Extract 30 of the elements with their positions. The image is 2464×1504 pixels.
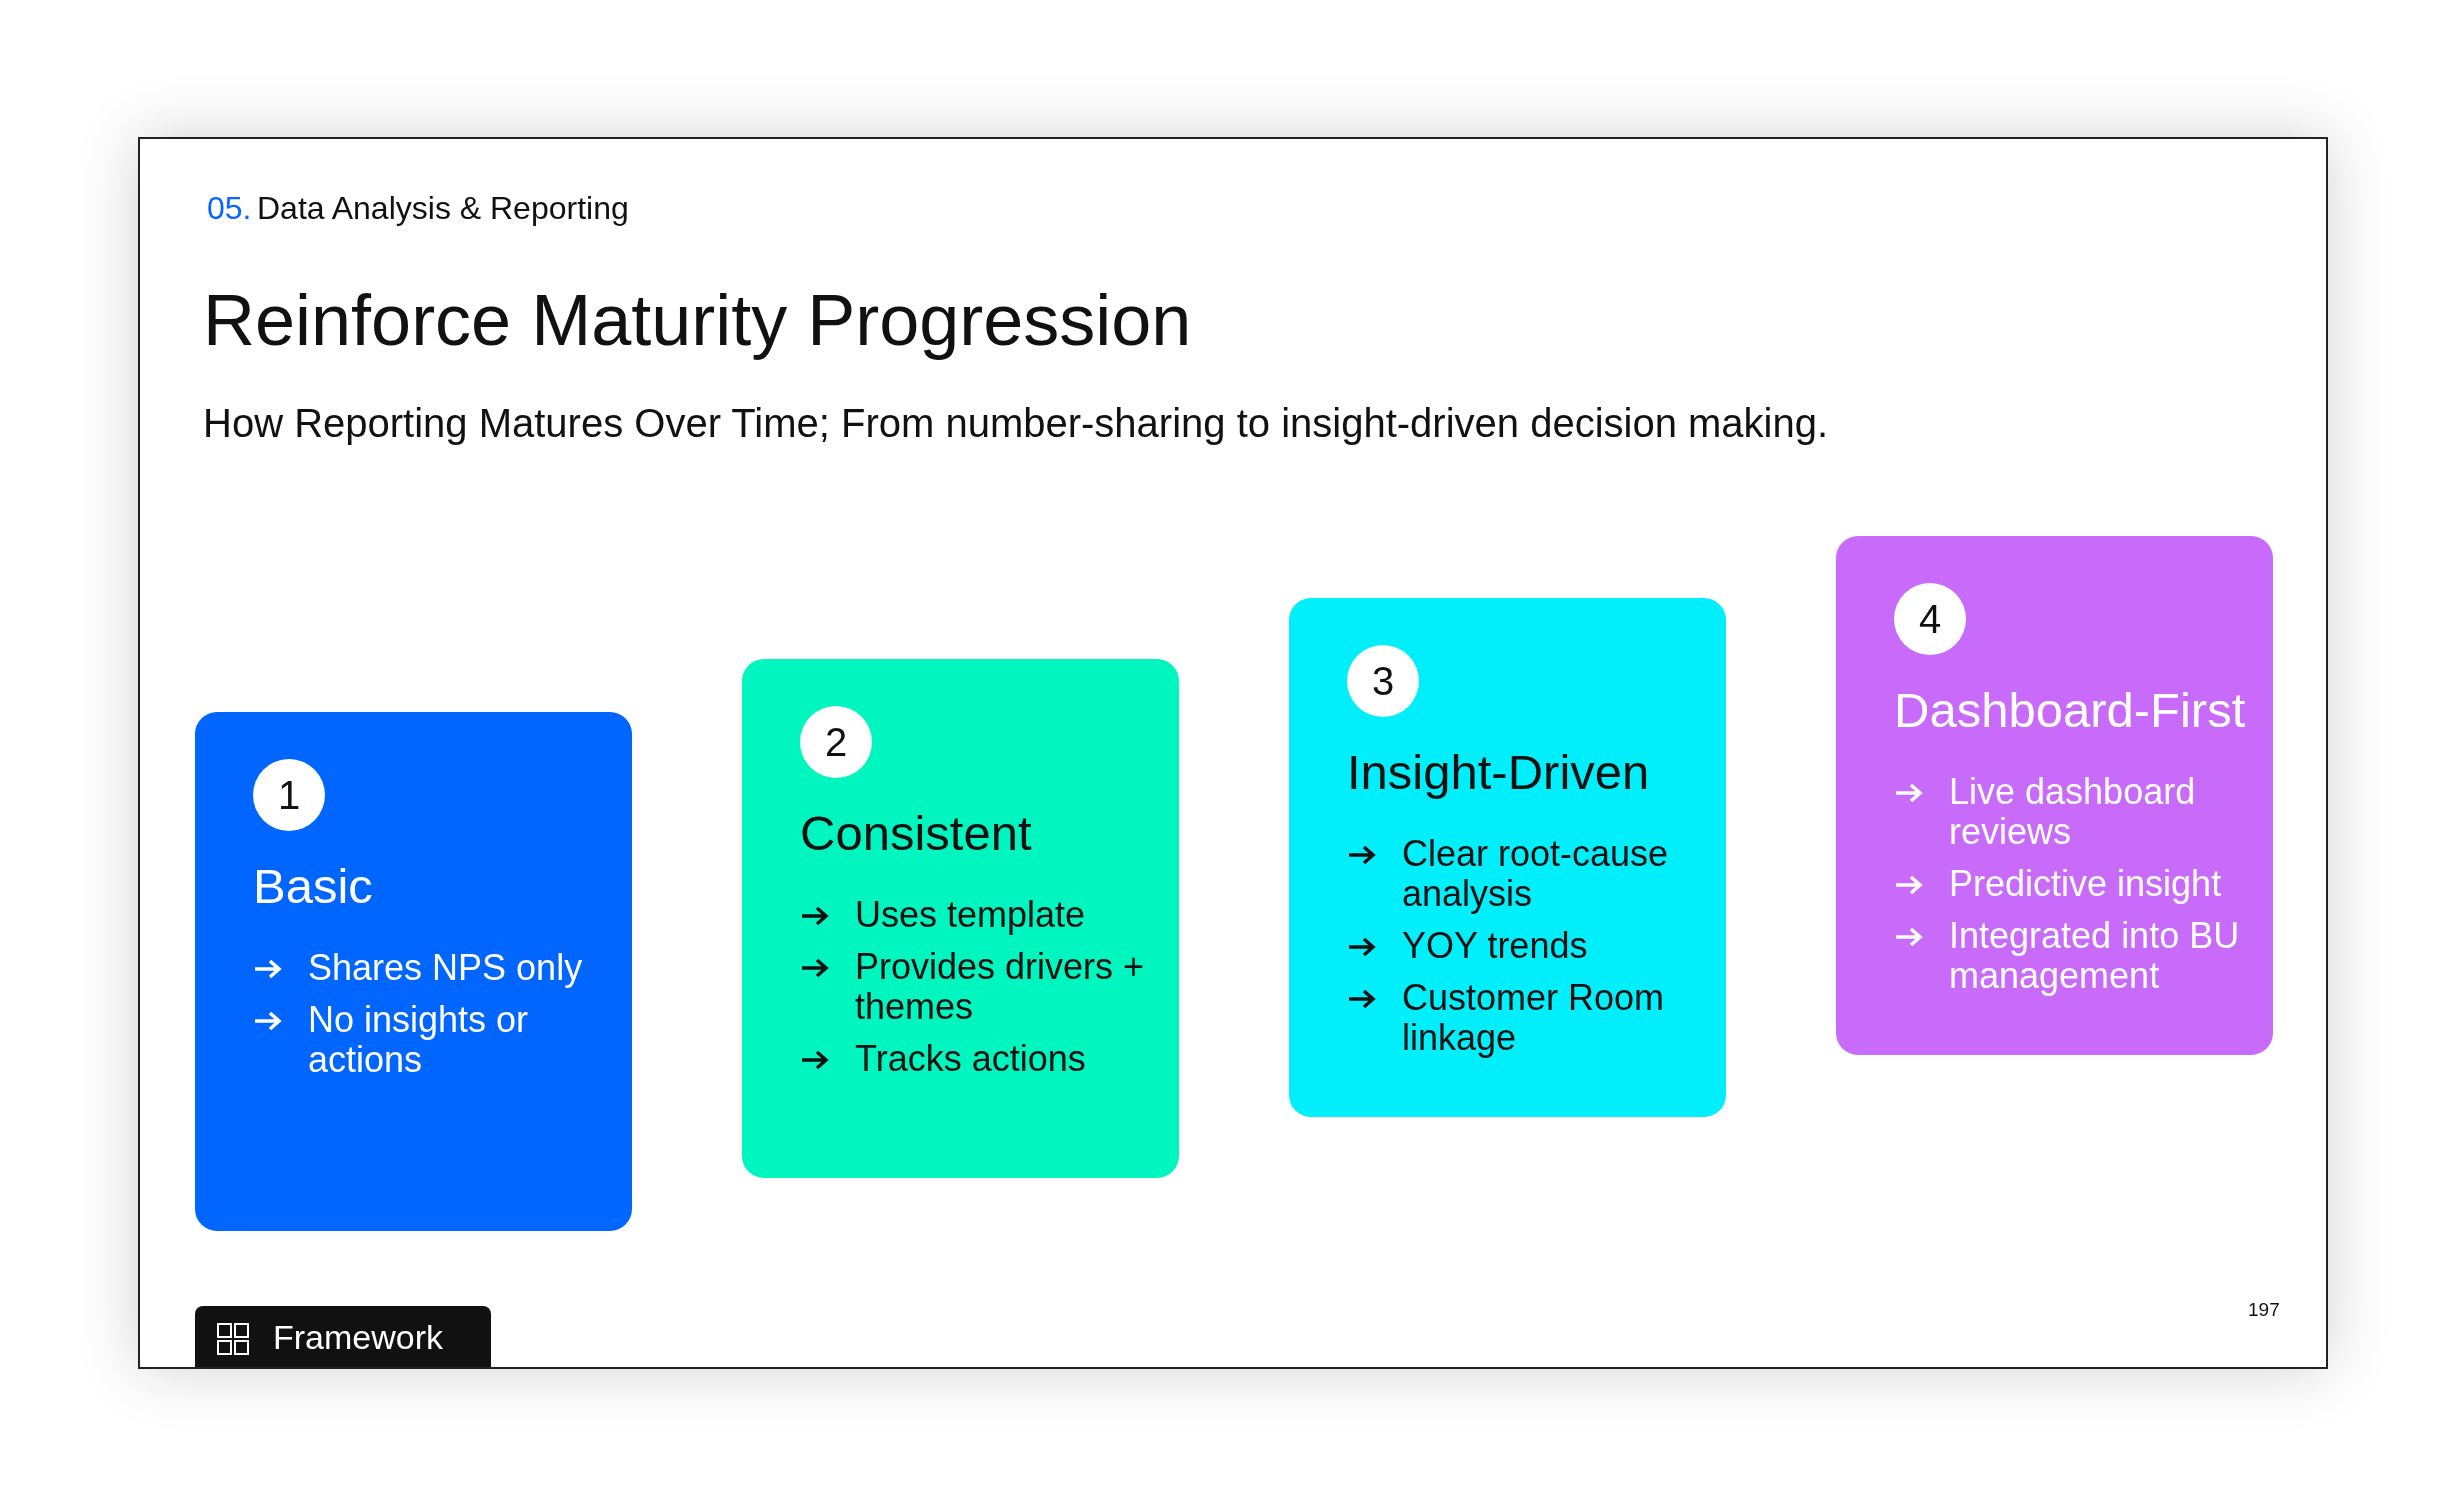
bullet-text: Integrated into BU management: [1949, 916, 2241, 996]
bullet-text: YOY trends: [1402, 926, 1589, 966]
stage-heading: Consistent: [800, 805, 1032, 861]
bullet-text: Predictive insight: [1949, 864, 2223, 904]
section-tab: [195, 1306, 491, 1367]
number-badge: 1: [253, 759, 325, 831]
bullet-text: Clear root-cause analysis: [1402, 834, 1670, 914]
bullet-text: No insights or actions: [308, 1000, 530, 1080]
bullet-text: Uses template: [855, 895, 1087, 935]
stage-card: [742, 659, 1179, 1178]
section-title: Data Analysis & Reporting: [257, 190, 629, 227]
number-badge: 3: [1347, 645, 1419, 717]
bullet-text: Tracks actions: [855, 1039, 1087, 1079]
bullet-text: Shares NPS only: [308, 948, 584, 988]
bullet-text: Customer Room linkage: [1402, 978, 1666, 1058]
slide-title: Reinforce Maturity Progression: [203, 279, 1192, 361]
number-badge: 2: [800, 706, 872, 778]
stage-card: [1836, 536, 2273, 1055]
stage-heading: Insight-Driven: [1347, 744, 1650, 800]
bullet-text: Live dashboard reviews: [1949, 772, 2197, 852]
stage-card: [195, 712, 632, 1231]
stage-heading: Dashboard-First: [1894, 682, 2246, 738]
page-number: 197: [2248, 1299, 2280, 1321]
tab-label: Framework: [273, 1318, 444, 1357]
stage-card: [1289, 598, 1726, 1117]
bullet-text: Provides drivers + themes: [855, 947, 1146, 1027]
number-badge: 4: [1894, 583, 1966, 655]
section-number: 05.: [207, 190, 252, 227]
stage-heading: Basic: [253, 858, 373, 914]
subtitle: How Reporting Matures Over Time; From number-sharing to insight-driven decision making.: [203, 401, 1829, 446]
